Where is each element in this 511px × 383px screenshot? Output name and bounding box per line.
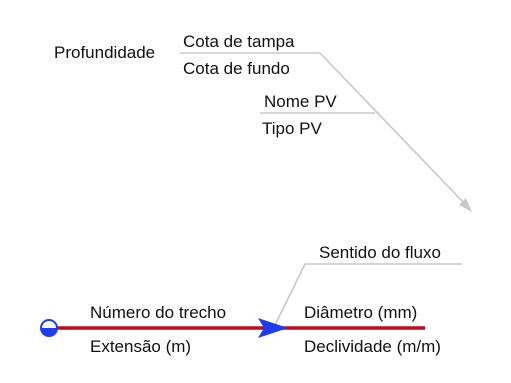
label-nome-pv: Nome PV	[264, 92, 337, 111]
label-numero-trecho: Número do trecho	[90, 303, 226, 322]
label-profundidade: Profundidade	[54, 43, 155, 62]
label-extensao: Extensão (m)	[90, 337, 191, 356]
cota-leader-line	[319, 52, 467, 206]
label-declividade: Declividade (m/m)	[304, 337, 441, 356]
flow-direction-arrow	[258, 318, 288, 338]
flow-leader-line	[274, 263, 306, 326]
manhole-node-icon	[40, 319, 58, 337]
label-diametro: Diâmetro (mm)	[304, 303, 417, 322]
label-sentido-fluxo: Sentido do fluxo	[319, 243, 441, 262]
label-cota-tampa: Cota de tampa	[183, 32, 295, 51]
label-cota-fundo: Cota de fundo	[183, 59, 290, 78]
label-tipo-pv: Tipo PV	[262, 119, 323, 138]
cota-leader-arrowhead	[459, 198, 472, 212]
